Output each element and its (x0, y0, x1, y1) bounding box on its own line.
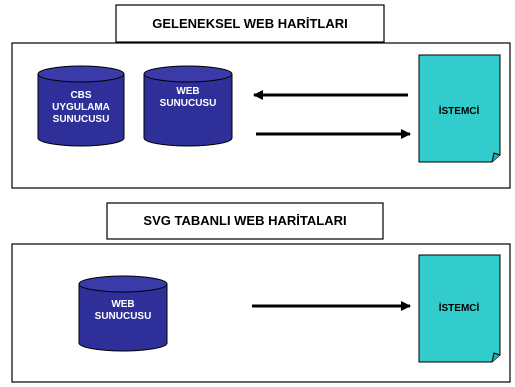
gis-server-label-line3: SUNUCUSU (53, 114, 110, 125)
panel-traditional-title: GELENEKSEL WEB HARİTLARI (152, 16, 348, 31)
web-server-svg-label-line1: WEB (111, 299, 134, 310)
client-document-svg: İSTEMCİ (418, 254, 501, 363)
client-label: İSTEMCİ (439, 104, 480, 117)
panel-traditional: GELENEKSEL WEB HARİTLARI CBS UYGULAMA SU… (11, 4, 511, 189)
panel-svg-title: SVG TABANLI WEB HARİTALARI (143, 213, 346, 228)
web-server-label-line1: WEB (176, 86, 199, 97)
web-server-cylinder: WEB SUNUCUSU (143, 65, 233, 147)
gis-server-label-line1: CBS (70, 90, 91, 101)
client-svg-label: İSTEMCİ (439, 301, 480, 314)
gis-server-label-line2: UYGULAMA (52, 102, 110, 113)
client-document: İSTEMCİ (418, 54, 501, 163)
panel-svg-title-box (106, 202, 384, 240)
web-server-label-line2: SUNUCUSU (160, 98, 217, 109)
web-server-cylinder-svg: WEB SUNUCUSU (78, 275, 168, 352)
web-server-svg-label-line2: SUNUCUSU (95, 311, 152, 322)
panel-svg-based: SVG TABANLI WEB HARİTALARI WEB SUNUCUSU … (11, 202, 511, 383)
panel-traditional-title-box (115, 4, 385, 43)
gis-application-server-cylinder: CBS UYGULAMA SUNUCUSU (37, 65, 125, 147)
